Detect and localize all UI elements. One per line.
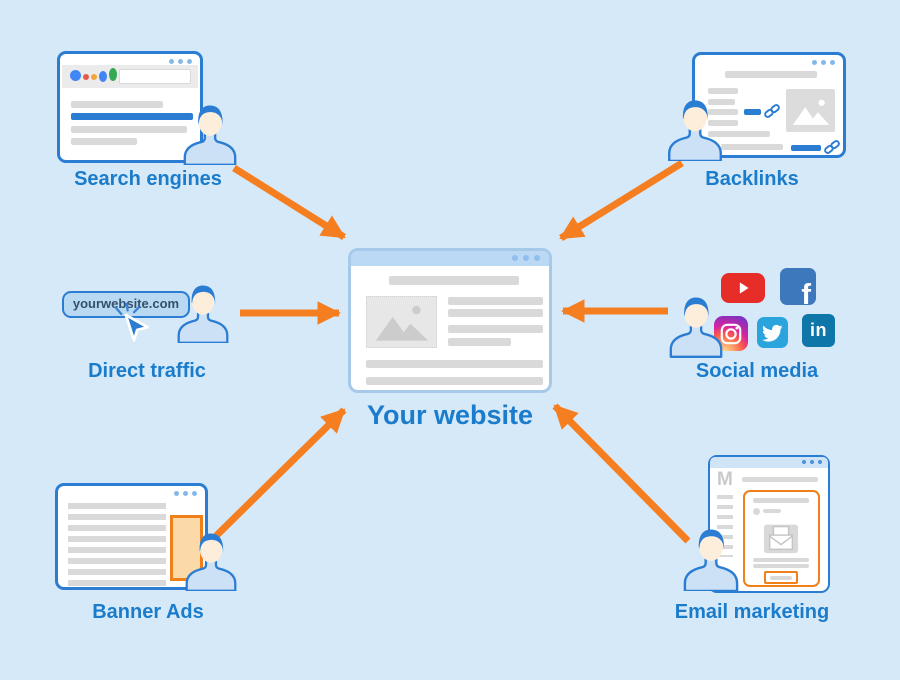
- link-chain-icon: [764, 104, 780, 118]
- linkedin-in-glyph: in: [810, 320, 827, 340]
- text-line: [708, 109, 738, 115]
- page-text-lines: [68, 503, 166, 586]
- linkedin-icon: in: [802, 314, 835, 347]
- cta-button: [764, 571, 798, 584]
- person-icon: [185, 532, 237, 591]
- search-input: [119, 69, 191, 84]
- window-dots-icon: [512, 255, 540, 261]
- search-engines-label: Search engines: [74, 168, 222, 190]
- text-line: [753, 564, 809, 568]
- window-dots-icon: [169, 59, 192, 64]
- text-line: [448, 325, 543, 333]
- bird-icon: [761, 324, 783, 342]
- instagram-icon: [714, 316, 748, 351]
- text-line: [708, 88, 738, 94]
- subject-line: [742, 477, 818, 482]
- text-line: [448, 309, 543, 317]
- text-line: [448, 297, 543, 305]
- text-line: [753, 558, 809, 562]
- backlinks-window: [692, 52, 846, 158]
- link-chain-icon: [824, 140, 840, 154]
- heading-line: [725, 71, 817, 78]
- sender-avatar: [753, 508, 760, 515]
- email-content-card: [743, 490, 820, 587]
- logo-dot: [83, 74, 89, 80]
- image-icon: [375, 305, 428, 341]
- arrow-search-engines: [232, 165, 346, 240]
- your-website-label: Your website: [366, 400, 534, 430]
- button-label-line: [770, 575, 792, 580]
- person-icon: [668, 99, 722, 161]
- window-dots-icon: [174, 491, 197, 496]
- text-line: [71, 126, 187, 133]
- social-media-label: Social media: [695, 360, 819, 382]
- image-icon: [792, 99, 829, 125]
- youtube-icon: [721, 273, 765, 303]
- cursor-icon: [114, 302, 149, 342]
- text-line: [708, 99, 735, 105]
- text-line: [763, 509, 781, 513]
- logo-dot: [109, 68, 117, 81]
- play-icon: [739, 282, 749, 294]
- arrow-banner-ads: [213, 407, 347, 539]
- logo-dot: [99, 71, 107, 82]
- your-website-window: [348, 248, 552, 393]
- search-engines-window: [57, 51, 203, 163]
- text-line: [708, 120, 738, 126]
- article-image-placeholder: [786, 89, 835, 132]
- facebook-icon: f: [780, 268, 816, 305]
- backlink-line: [791, 145, 821, 151]
- window-dots-icon: [802, 460, 822, 464]
- text-line: [721, 144, 783, 150]
- window-dots-icon: [812, 60, 835, 65]
- text-line: [448, 338, 511, 346]
- email-marketing-label: Email marketing: [674, 601, 830, 623]
- mail-title-bar: [710, 457, 828, 468]
- hero-image-placeholder: [366, 296, 437, 348]
- person-icon: [183, 104, 237, 165]
- site-title-bar: [351, 251, 549, 266]
- logo-dot: [91, 74, 97, 80]
- person-icon: [683, 528, 739, 591]
- logo-dot: [70, 70, 81, 81]
- banner-ads-window: [55, 483, 208, 590]
- arrow-email-marketing: [552, 403, 691, 544]
- facebook-f-glyph: f: [801, 279, 811, 305]
- backlinks-label: Backlinks: [705, 168, 799, 190]
- arrow-backlinks: [559, 160, 684, 241]
- heading-line: [389, 276, 519, 285]
- text-line: [71, 101, 163, 108]
- text-line: [71, 138, 137, 145]
- search-toolbar: [62, 65, 198, 88]
- envelope-icon: [763, 524, 799, 554]
- direct-traffic-label: Direct traffic: [88, 360, 206, 382]
- text-line: [366, 377, 543, 385]
- text-line: [366, 360, 543, 368]
- camera-icon: [720, 323, 742, 344]
- person-icon: [669, 296, 723, 358]
- backlink-line: [744, 109, 761, 115]
- mail-logo-icon: M: [717, 469, 733, 490]
- person-icon: [177, 284, 229, 343]
- text-line: [708, 131, 770, 137]
- text-line: [753, 498, 809, 503]
- twitter-icon: [757, 317, 788, 348]
- banner-ads-label: Banner Ads: [92, 601, 204, 623]
- result-link-line: [71, 113, 193, 120]
